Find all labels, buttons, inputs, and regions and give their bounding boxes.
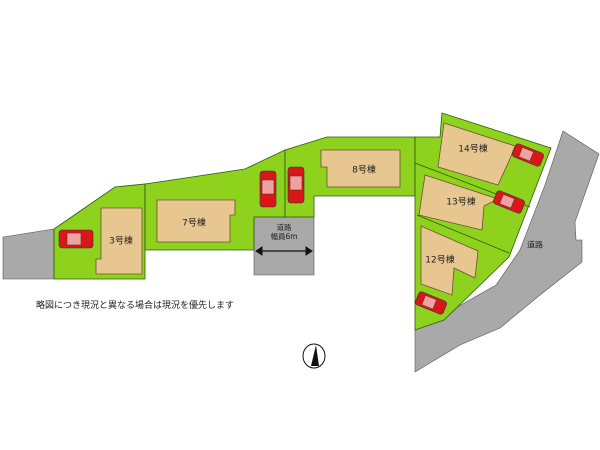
building-14 — [437, 122, 516, 186]
building-label-8: 8号棟 — [352, 165, 376, 176]
road-width-arrow — [255, 246, 313, 256]
building-label-12: 12号棟 — [425, 255, 455, 266]
center-road-label: 道路 幅員6m — [266, 223, 302, 241]
road-label-width: 幅員6m — [270, 232, 298, 241]
disclaimer-note: 略図につき現況と異なる場合は現況を優先します — [36, 301, 235, 311]
building-8 — [320, 149, 401, 188]
left-road — [2, 228, 55, 280]
north-arrow-icon — [302, 343, 326, 369]
building-label-3: 3号棟 — [109, 236, 133, 247]
car-icon — [493, 190, 525, 214]
road-label-line1: 道路 — [276, 223, 292, 232]
side-road-label: 道路 — [527, 240, 543, 250]
building-3 — [95, 207, 143, 275]
car-icon — [287, 166, 305, 204]
building-label-13: 13号棟 — [446, 197, 476, 208]
building-label-14: 14号棟 — [458, 144, 488, 155]
car-icon — [259, 170, 277, 208]
car-icon — [415, 291, 447, 315]
car-icon — [58, 229, 94, 249]
building-7 — [156, 199, 236, 243]
building-13 — [418, 174, 500, 231]
side-road — [414, 130, 600, 373]
parking-cars — [58, 143, 544, 315]
car-icon — [512, 143, 544, 167]
building-12 — [420, 225, 479, 296]
building-label-7: 7号棟 — [182, 218, 206, 229]
